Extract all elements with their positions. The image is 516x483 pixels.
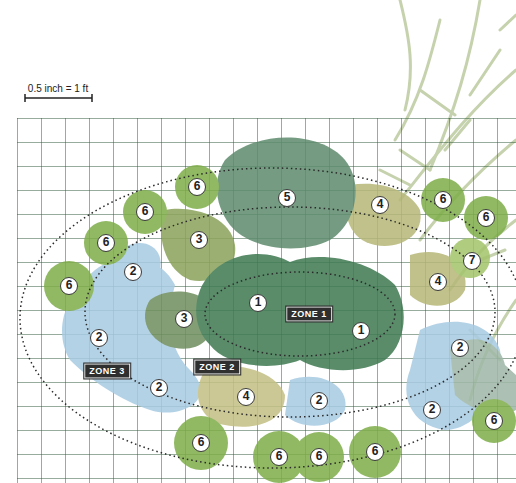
zone-label: ZONE 2 <box>194 360 240 375</box>
callout-number: 2 <box>310 392 328 410</box>
zone-outlines <box>20 168 516 468</box>
callout-number: 2 <box>423 401 441 419</box>
scale-bar <box>25 94 92 102</box>
callout-number: 6 <box>97 234 115 252</box>
callout-number: 7 <box>463 252 481 270</box>
zone-label: ZONE 1 <box>286 307 332 322</box>
callout-number: 6 <box>366 443 384 461</box>
callout-number: 2 <box>124 263 142 281</box>
callout-number: 6 <box>188 178 206 196</box>
callout-number: 4 <box>371 196 389 214</box>
plants <box>44 138 516 483</box>
callout-number: 5 <box>278 189 296 207</box>
callout-number: 2 <box>90 329 108 347</box>
callout-number: 6 <box>485 412 503 430</box>
callout-number: 6 <box>136 203 154 221</box>
callout-number: 1 <box>249 294 267 312</box>
callout-number: 6 <box>60 277 78 295</box>
callout-number: 4 <box>237 388 255 406</box>
callout-number: 4 <box>429 273 447 291</box>
callout-number: 6 <box>434 191 452 209</box>
callout-number: 1 <box>352 322 370 340</box>
callout-number: 3 <box>190 231 208 249</box>
callout-number: 6 <box>270 448 288 466</box>
callout-number: 2 <box>451 339 469 357</box>
callout-number: 6 <box>310 448 328 466</box>
grid <box>17 118 516 483</box>
callout-number: 3 <box>175 310 193 328</box>
callout-number: 2 <box>150 379 168 397</box>
scale-label: 0.5 inch = 1 ft <box>28 83 88 94</box>
callout-number: 6 <box>192 434 210 452</box>
zone-label: ZONE 3 <box>84 364 130 379</box>
callout-number: 6 <box>477 209 495 227</box>
